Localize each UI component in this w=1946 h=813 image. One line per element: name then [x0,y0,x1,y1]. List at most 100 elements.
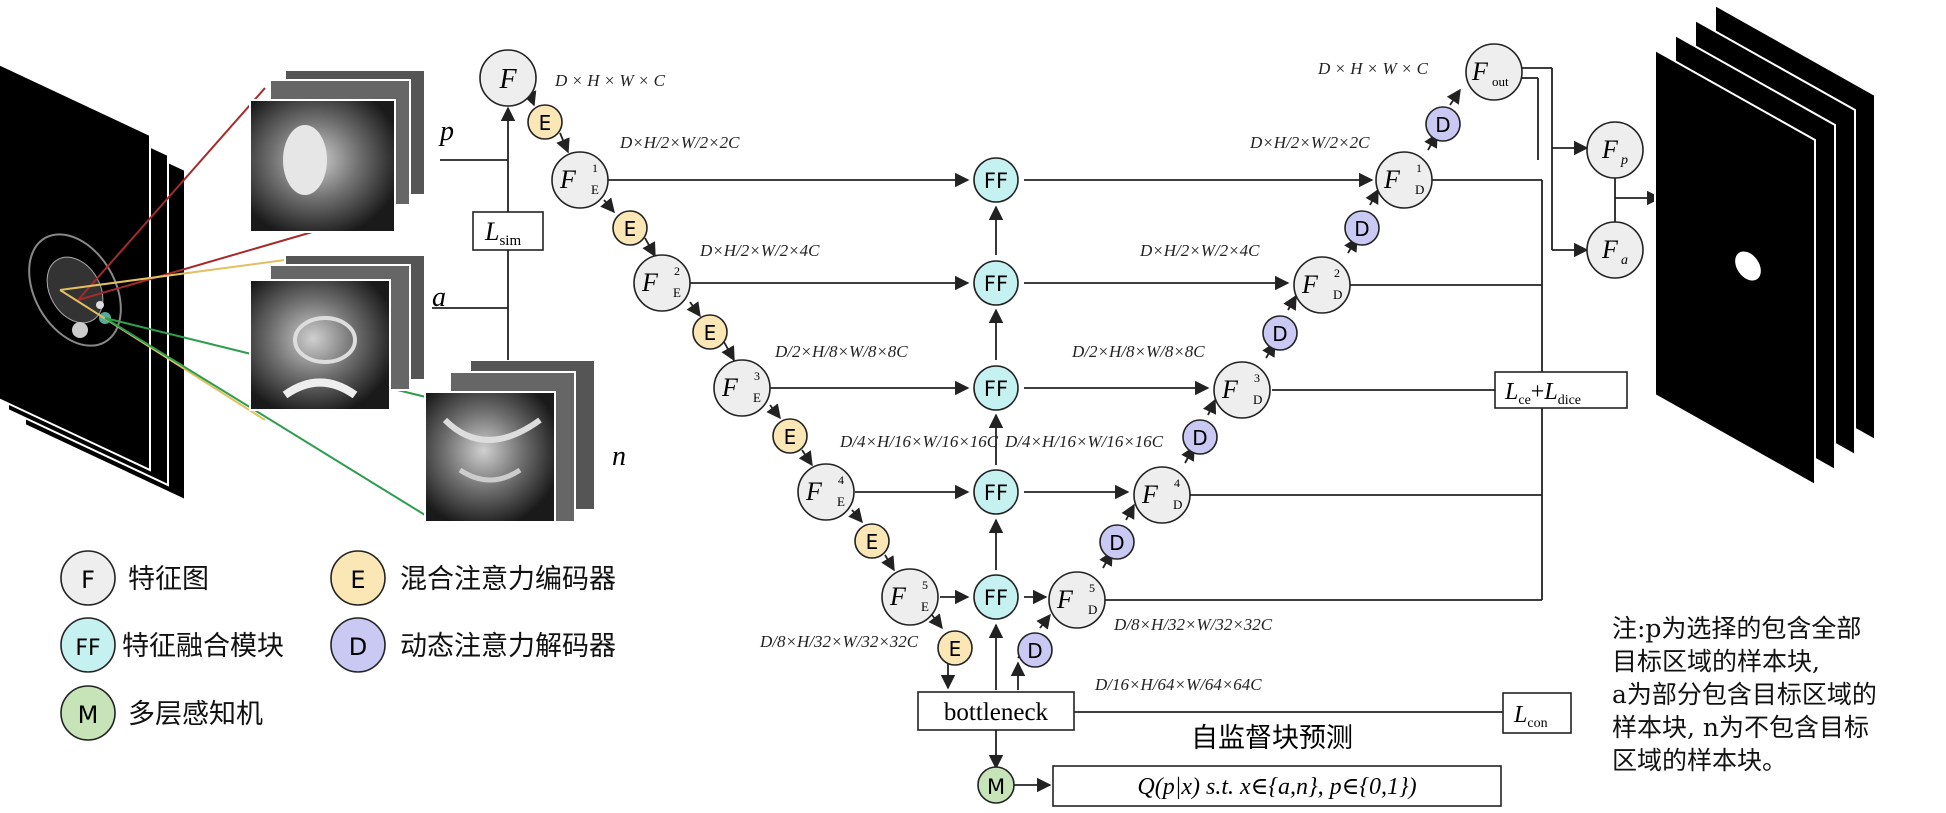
encoder-feature-2: F 2 E [633,254,691,312]
svg-text:4: 4 [1174,476,1180,490]
svg-text:多层感知机: 多层感知机 [128,699,263,730]
encoder-node-5: E [854,523,890,559]
legend-item-decoder: D 动态注意力解码器 [330,617,616,673]
svg-text:M: M [987,775,1005,799]
fusion-node-5: FF [973,574,1019,620]
encoder-node-4: E [772,418,808,454]
svg-text:F: F [1301,270,1319,299]
svg-text:E: E [837,494,845,509]
svg-text:D: D [1192,426,1207,450]
svg-text:混合注意力编码器: 混合注意力编码器 [400,564,616,595]
svg-text:3: 3 [754,369,760,383]
decoder-feature-2: F 2 D [1293,256,1351,314]
svg-text:特征融合模块: 特征融合模块 [122,631,284,662]
dim-output: D × H × W × C [1317,59,1429,78]
svg-text:F: F [805,477,823,506]
l-sim-box [472,211,544,251]
fusion-node-3: FF [973,365,1019,411]
fusion-node-1: FF [973,157,1019,203]
svg-text:2: 2 [674,264,680,278]
skip-connections [608,172,1374,690]
l-ce-dice-box [1494,371,1628,409]
svg-text:4: 4 [838,473,844,487]
decoder-node-4: D [1262,315,1298,351]
svg-text:FF: FF [984,169,1008,193]
note-line: 区域的样本块。 [1612,746,1788,775]
svg-text:M: M [78,701,99,729]
svg-text:E: E [921,599,929,614]
svg-text:D: D [1253,392,1262,407]
dim-encoder-3: D/2×H/8×W/8×8C [774,342,908,361]
patch-label-p: p [438,116,454,147]
feature-map-input-node: F [479,49,537,107]
svg-text:p: p [1620,153,1628,168]
dim-encoder-2: D×H/2×W/2×4C [699,241,820,260]
q-formula-box [1052,765,1502,807]
svg-text:D: D [1435,113,1450,137]
svg-text:FF: FF [984,481,1008,505]
output-feature-node: F out [1465,43,1523,101]
bottleneck-connectors [940,660,1503,793]
svg-text:E: E [624,217,637,241]
svg-text:E: E [753,390,761,405]
svg-text:F: F [498,64,517,95]
dim-input: D × H × W × C [554,71,666,90]
decoder-node-5: D [1344,210,1380,246]
svg-text:E: E [704,321,717,345]
encoder-node-6: E [937,630,973,666]
legend-item-feature: F 特征图 [60,550,209,606]
output-volume [1654,3,1876,487]
dim-bottleneck: D/16×H/64×W/64×64C [1094,675,1262,694]
svg-text:F: F [1383,165,1401,194]
decoder-node-2: D [1099,524,1135,560]
svg-text:2: 2 [1334,266,1340,280]
svg-text:E: E [949,637,962,661]
svg-text:5: 5 [922,578,928,592]
q-formula-label: Q(p|x) s.t. x∈{a,n}, p∈{0,1}) [1137,774,1416,800]
bottleneck-box [917,691,1075,731]
svg-text:FF: FF [75,636,100,661]
mlp-node: M [977,766,1015,804]
svg-text:E: E [350,566,365,594]
dim-decoder-1: D×H/2×W/2×2C [1249,133,1370,152]
svg-text:F: F [1471,57,1489,86]
svg-text:D: D [1272,322,1287,346]
svg-text:F: F [889,582,907,611]
encoder-feature-3: F 3 E [713,359,771,417]
encoder-node-3: E [692,314,728,350]
lsim-connectors [432,106,516,360]
svg-text:E: E [591,182,599,197]
legend-item-encoder: E 混合注意力编码器 [330,550,616,606]
encoder-node-1: E [527,104,563,140]
svg-text:a: a [1621,253,1628,268]
l-con-box [1502,692,1572,734]
svg-text:D: D [1027,639,1042,663]
note-line: 样本块, n为不包含目标 [1612,713,1869,742]
dim-decoder-4: D/4×H/16×W/16×16C [1004,432,1164,451]
svg-text:D: D [1333,287,1342,302]
fa-node: F a [1586,221,1644,279]
svg-text:5: 5 [1089,581,1095,595]
note-line: 注:p为选择的包含全部 [1612,614,1862,643]
dim-encoder-1: D×H/2×W/2×2C [619,133,740,152]
legend: F 特征图 E 混合注意力编码器 FF 特征融合模块 D 动态注意力解码器 M … [60,550,616,741]
svg-text:F: F [559,165,577,194]
svg-text:1: 1 [1416,161,1422,175]
svg-text:F: F [721,373,739,402]
decoder-feature-3: F 3 D [1213,361,1271,419]
legend-item-mlp: M 多层感知机 [60,685,263,741]
svg-text:FF: FF [984,377,1008,401]
svg-text:FF: FF [984,586,1008,610]
note-line: a为部分包含目标区域的 [1612,680,1877,709]
svg-text:F: F [1141,480,1159,509]
svg-text:E: E [539,111,552,135]
encoder-feature-4: F 4 E [797,463,855,521]
fp-node: F p [1586,121,1644,179]
svg-text:3: 3 [1254,371,1260,385]
svg-text:out: out [1492,74,1509,89]
figure-note: 注:p为选择的包含全部 目标区域的样本块, a为部分包含目标区域的 样本块, n… [1612,612,1942,777]
svg-text:特征图: 特征图 [128,564,209,595]
loss-connectors [1105,179,1543,601]
decoder-feature-5: F 5 D [1048,571,1106,629]
